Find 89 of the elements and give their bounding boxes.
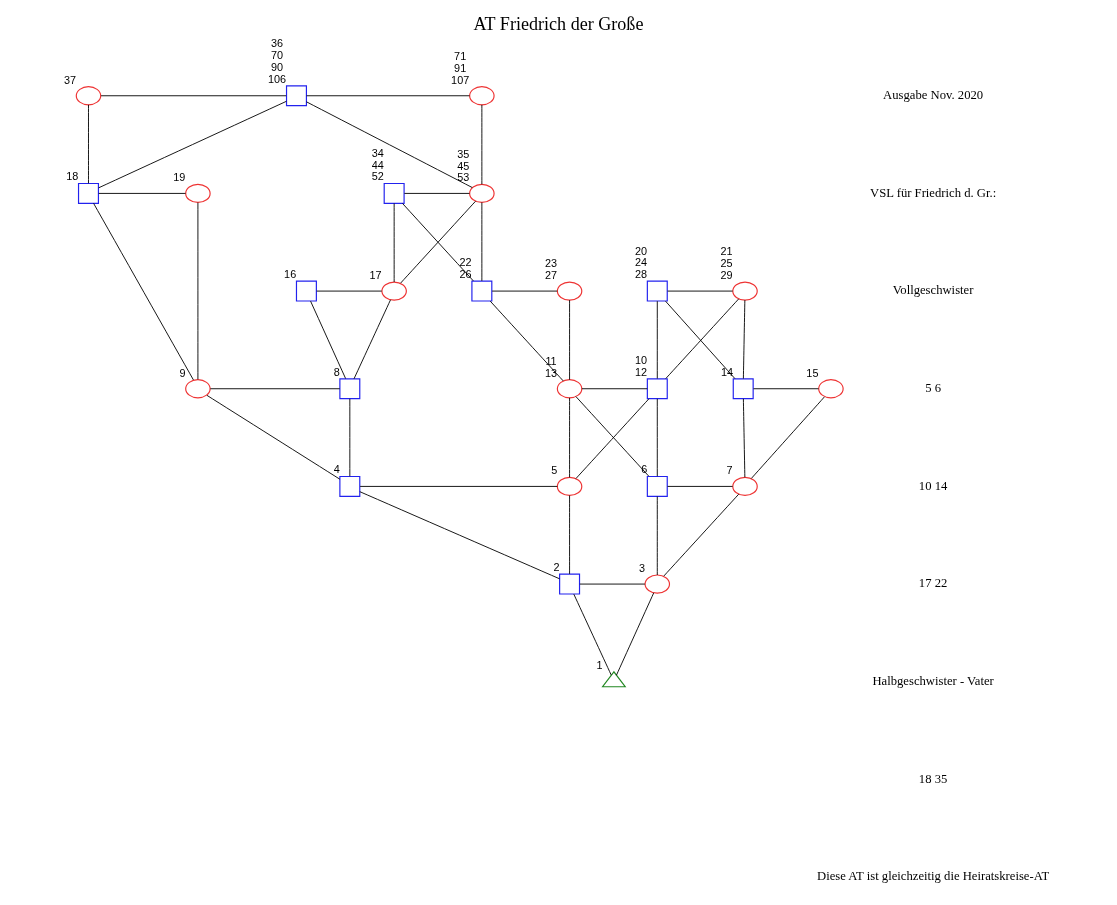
node-label: 8 [333,365,340,378]
connector [663,493,740,577]
connector [88,104,89,184]
connector [310,300,347,379]
connector [403,192,470,194]
node-label: 3 [638,561,645,574]
node-box [559,573,581,595]
node-label: 9 [179,366,186,379]
label: VSL für Friedrich d. Gr.: [870,185,997,200]
connector [569,299,571,381]
label: Diese AT ist gleichzeitig die Heiratskreise-AT [817,869,1050,884]
label: Vollgeschwister [892,283,974,298]
node-label: 16 [284,268,297,281]
connector [750,396,825,479]
connector [93,202,194,381]
node-triangle [601,670,627,688]
connector [616,592,655,676]
node-box [646,475,668,497]
node-box [383,182,405,204]
label: 18 35 [918,771,948,786]
connector [569,495,571,575]
node-label: 15 [806,366,819,379]
connector [206,394,341,480]
label: 10 14 [918,478,948,493]
connector [353,299,391,380]
node-box [339,475,361,497]
node-label: 11 13 [545,354,558,379]
node-label: 34 44 52 [371,146,384,183]
node-circle [381,281,407,301]
connector [656,496,658,576]
label: 17 22 [918,576,948,591]
connector [98,192,186,194]
connector [656,398,658,477]
connector [667,485,734,487]
node-label: 20 24 28 [634,244,648,281]
connector [742,398,746,478]
node-box [295,280,317,302]
node-label: 23 27 [545,257,558,281]
connector [573,593,612,676]
node-box [732,378,754,400]
node-circle [556,476,583,497]
node-box [285,85,307,107]
node-circle [644,574,671,594]
label: Halbgeschwister - Vater [872,674,994,689]
node-label: 5 [551,464,558,477]
node-label: 37 [63,73,76,86]
connector [359,485,558,487]
node-box [646,378,668,400]
node-circle [556,379,583,399]
node-circle [469,86,495,106]
connector [569,397,571,478]
connector [100,95,287,97]
node-circle [185,183,211,204]
node-label: 10 12 [634,353,648,378]
connector [209,388,341,390]
connector [306,101,473,188]
diagram-title: AT Friedrich der Große [473,13,644,34]
connector [489,300,564,382]
connector [753,388,819,390]
node-label: 71 91 107 [451,50,470,86]
connector [742,299,746,379]
connector [98,100,287,189]
node-box [77,182,100,204]
node-label: 18 [66,170,79,183]
node-box [646,280,668,302]
node-label: 7 [726,464,733,477]
node-label: 21 25 29 [720,245,733,281]
node-label: 19 [173,171,186,184]
node-label: 17 [369,268,382,281]
node-circle [732,476,758,497]
node-circle [75,86,102,106]
node-box [339,378,361,400]
node-box [471,280,493,302]
connector [359,491,560,580]
node-circle [556,281,583,301]
node-label: 2 [553,561,560,574]
connector [656,300,658,379]
label: 5 6 [925,381,942,396]
node-circle [732,281,758,301]
node-circle [185,379,211,399]
node-label: 35 45 53 [457,147,470,184]
node-circle [818,379,844,399]
connector [306,95,470,97]
node-label: 1 [596,658,603,671]
label: Ausgabe Nov. 2020 [883,88,984,103]
node-circle [469,183,495,204]
connector [581,388,648,390]
node-label: 4 [333,463,340,476]
node-label: 36 70 90 106 [267,37,287,85]
